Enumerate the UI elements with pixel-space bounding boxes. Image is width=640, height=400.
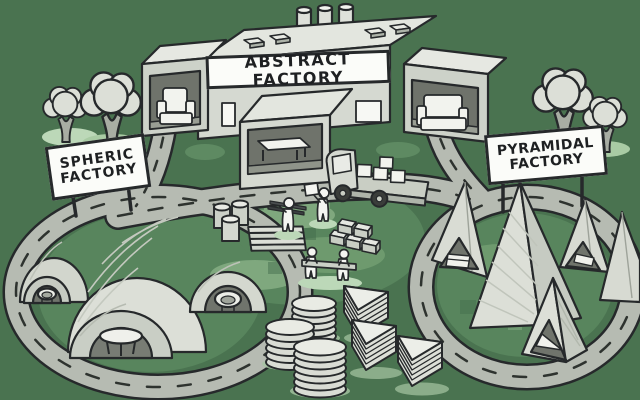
workers-beam-carriers [301,246,357,281]
workers [267,182,362,290]
delivery-truck [325,148,430,208]
pyramid-edge [598,210,640,304]
trees [42,67,628,153]
tree [79,71,143,150]
table [257,137,311,161]
pyramid-right [558,198,611,274]
roof-skylights [243,23,411,49]
armchair [156,87,196,125]
barrels [213,199,249,242]
round-table [98,327,144,356]
abstract-factory-sign-label: ABSTRACT FACTORY [244,49,352,90]
pyramid-large [468,180,583,330]
pyramidal-factory-sign: PYRAMIDAL FACTORY [484,124,608,186]
brick-stack [329,218,381,255]
disc-stacks [262,295,350,399]
pyramid-shelf-house [430,180,489,279]
dome-village [18,216,268,360]
sofa [416,94,469,131]
left-wing [140,38,228,138]
worker-plank-carrier [267,197,307,232]
abstract-factory-sign: ABSTRACT FACTORY [205,49,391,90]
center-extension [238,87,354,191]
tree [42,85,88,143]
cargo-boxes [356,156,406,184]
triangle-stack [397,335,443,387]
tree [531,67,595,146]
pyramid-table-house [520,276,589,364]
dome-table-house [68,303,174,360]
dome-chair-house [188,261,268,314]
pyramid-village [430,180,640,364]
worker-box-carrier [303,182,330,222]
triangle-stack [351,319,397,371]
round-chair [36,287,58,303]
triangle-slab-stacks [343,285,449,396]
